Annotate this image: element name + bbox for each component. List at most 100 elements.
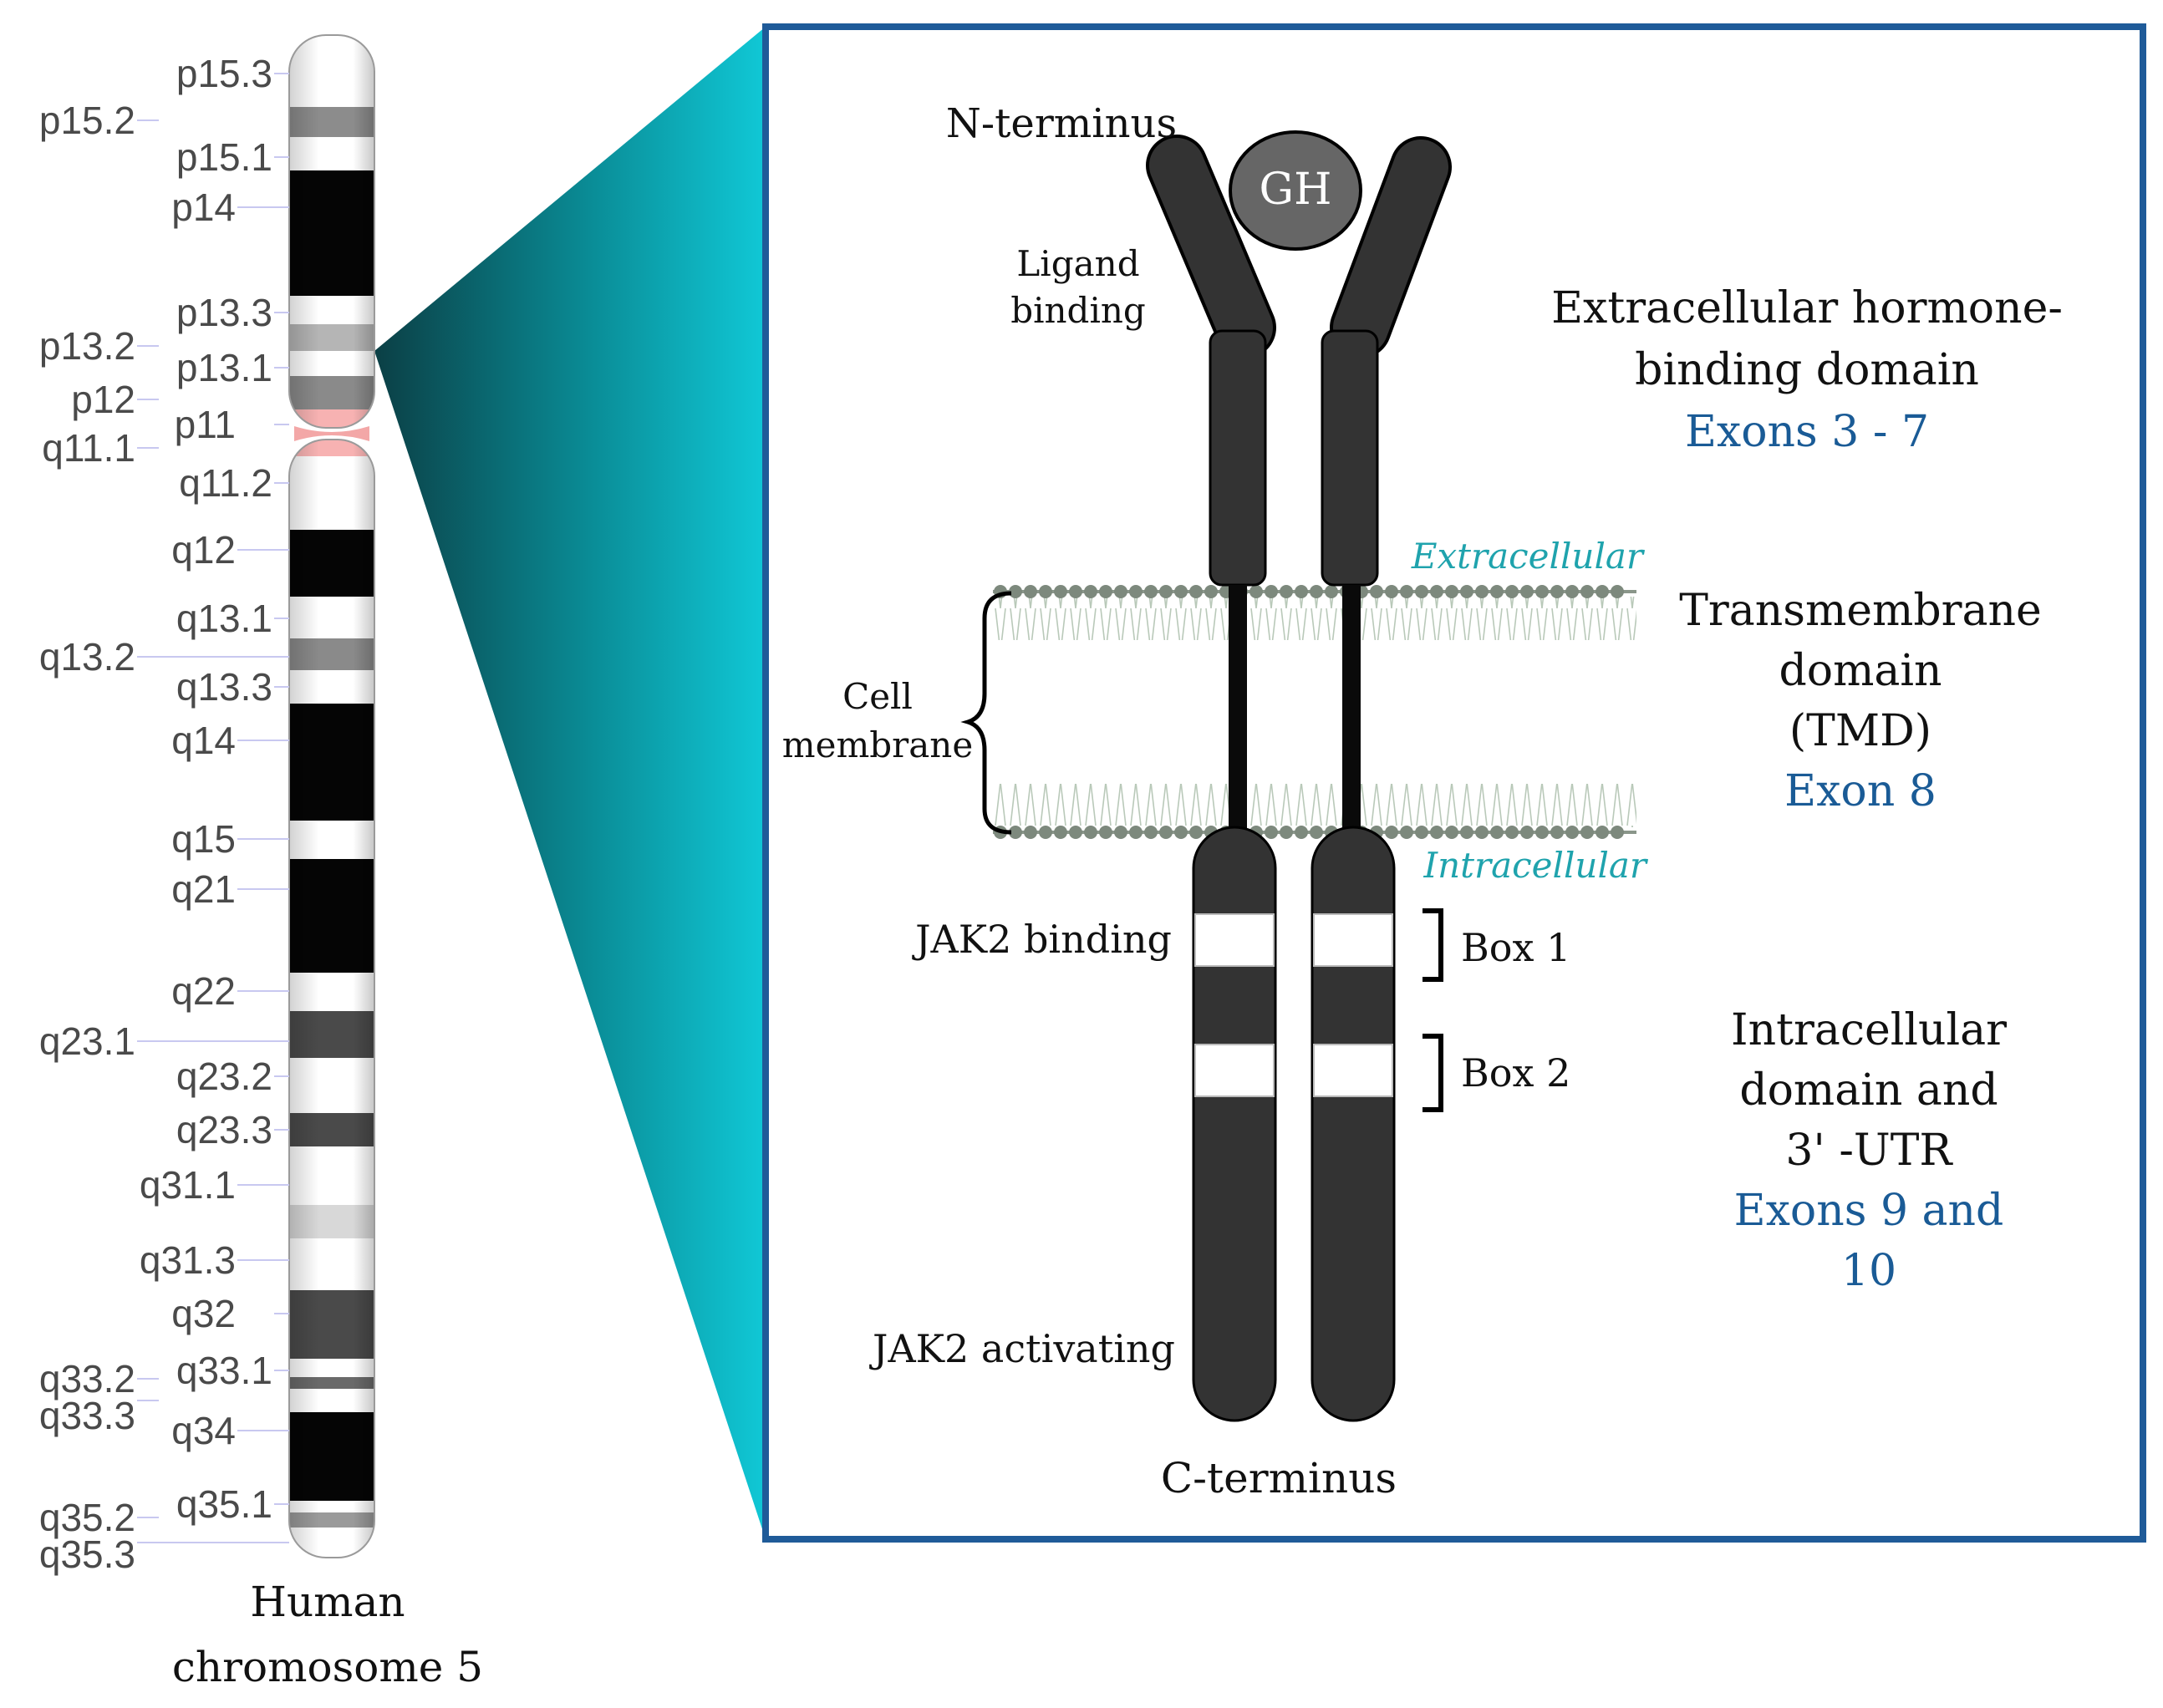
band-label: q12 [171, 528, 236, 572]
lipid-head [1580, 826, 1594, 839]
box2-bracket [1422, 1034, 1443, 1112]
c-terminus-label: C-terminus [1161, 1454, 1397, 1502]
lipid-head [1249, 585, 1263, 598]
lipid-head [1189, 826, 1203, 839]
lipid-head [1475, 826, 1489, 839]
lipid-head [1430, 585, 1443, 598]
lipid-head [1174, 585, 1188, 598]
lipid-head [1129, 826, 1143, 839]
lipid-head [1159, 826, 1173, 839]
ligand-binding-label: binding [1010, 290, 1146, 331]
band-label: q15 [171, 817, 236, 861]
lipid-head [1490, 585, 1504, 598]
band-label: q33.3 [39, 1394, 135, 1437]
band-label: p14 [171, 186, 236, 229]
lipid-head [1069, 826, 1082, 839]
transmembrane-domain-label: (TMD) [1789, 706, 1931, 756]
lipid-head [1159, 585, 1173, 598]
band-label: q31.3 [140, 1238, 236, 1282]
lipid-head [1054, 585, 1067, 598]
lipid-head [1400, 585, 1413, 598]
lipid-head [1099, 585, 1112, 598]
lipid-head [1144, 585, 1158, 598]
lipid-head [1069, 585, 1082, 598]
lipid-head [1084, 826, 1097, 839]
lipid-head [1265, 826, 1278, 839]
lipid-head [1475, 585, 1489, 598]
lipid-head [1611, 585, 1624, 598]
left-extracellular-stem [1209, 329, 1267, 587]
lipid-head [1024, 585, 1037, 598]
lipid-head [1280, 585, 1293, 598]
gh-label: GH [1260, 165, 1332, 215]
band-label: q31.1 [140, 1163, 236, 1207]
cell-membrane-label: Cell [842, 676, 913, 717]
band-label: q13.2 [39, 635, 135, 679]
lipid-head [1445, 826, 1458, 839]
n-terminus-label: N-terminus [946, 100, 1177, 147]
lipid-head [1325, 585, 1338, 598]
lipid-head [1490, 826, 1504, 839]
lipid-head [1415, 826, 1428, 839]
right-intracellular-chain [1311, 826, 1396, 1422]
band-label: q23.1 [39, 1019, 135, 1063]
band-label: q33.2 [39, 1357, 135, 1400]
box2-left [1194, 1044, 1275, 1097]
band-label: p11 [175, 403, 236, 446]
band-label: p13.2 [39, 324, 135, 368]
band-label: q35.3 [39, 1533, 135, 1576]
lipid-head [1385, 826, 1398, 839]
lipid-head [1039, 826, 1052, 839]
lipid-head [1039, 585, 1052, 598]
intracellular-label: Intracellular [1423, 845, 1649, 886]
left-transmembrane-segment [1229, 585, 1247, 836]
box2-label: Box 2 [1461, 1050, 1570, 1095]
cell-membrane-label: membrane [782, 724, 973, 765]
lipid-head [1114, 826, 1127, 839]
gh-ligand [1229, 130, 1362, 251]
chromosome-ideogram [288, 34, 375, 1558]
extracellular-label: Extracellular [1411, 536, 1646, 577]
intracellular-exons: 10 [1841, 1246, 1896, 1296]
cell-membrane-brace [960, 591, 1012, 835]
transmembrane-domain-label: domain [1779, 646, 1942, 696]
band-label: q35.2 [39, 1496, 135, 1539]
lipid-head [1295, 826, 1308, 839]
intracellular-exons: Exons 9 and [1734, 1186, 2004, 1236]
band-label: q21 [171, 867, 236, 911]
lipid-head [1295, 585, 1308, 598]
lipid-head [1596, 585, 1609, 598]
lipid-head [1565, 585, 1579, 598]
lipid-head [1099, 826, 1112, 839]
lipid-head [1310, 826, 1323, 839]
lipid-head [1400, 826, 1413, 839]
band-label: q13.1 [176, 597, 272, 640]
lipid-head [1310, 585, 1323, 598]
lipid-head [1024, 826, 1037, 839]
band-label: q35.1 [176, 1482, 272, 1526]
lipid-head [1009, 585, 1022, 598]
band-label: q23.3 [176, 1108, 272, 1151]
lipid-head [1460, 585, 1473, 598]
intracellular-domain-label: 3' -UTR [1785, 1126, 1953, 1176]
box2-right [1313, 1044, 1393, 1097]
band-label: q34 [171, 1409, 236, 1452]
ligand-binding-label: Ligand [1016, 243, 1139, 284]
lipid-head [1280, 826, 1293, 839]
transmembrane-domain-label: Transmembrane [1679, 586, 2042, 636]
intracellular-domain-label: domain and [1739, 1065, 1998, 1116]
band-ticks [137, 73, 289, 1543]
left-intracellular-chain [1192, 826, 1277, 1422]
lipid-head [1550, 826, 1564, 839]
extracellular-domain-label: binding domain [1635, 345, 1979, 395]
lipid-head [1415, 585, 1428, 598]
lipid-head [1204, 585, 1218, 598]
right-extracellular-stem [1321, 329, 1379, 587]
band-label: p15.1 [176, 135, 272, 179]
lipid-head [1611, 826, 1624, 839]
band-label: p15.3 [176, 52, 272, 95]
band-label: q32 [171, 1292, 236, 1335]
lipid-head [1460, 826, 1473, 839]
lipid-head [1505, 585, 1519, 598]
lipid-head [1009, 826, 1022, 839]
